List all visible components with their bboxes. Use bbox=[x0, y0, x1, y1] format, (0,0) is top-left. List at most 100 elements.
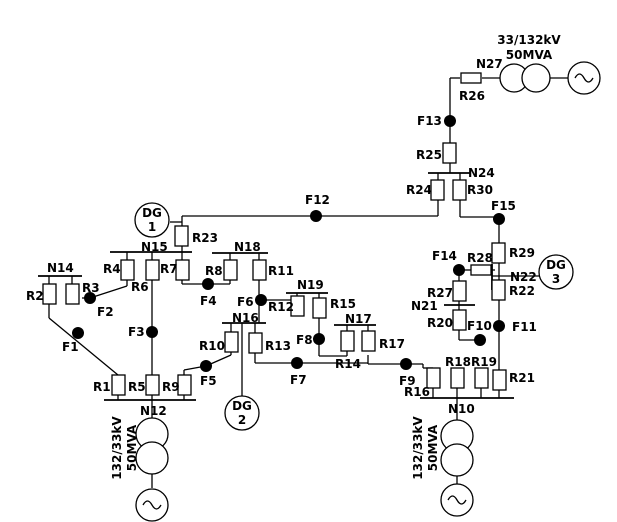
resistor-r20[interactable] bbox=[452, 309, 467, 331]
resistor-label-r24: R24 bbox=[406, 183, 432, 197]
resistor-r21[interactable] bbox=[492, 369, 507, 391]
node-label-n24: N24 bbox=[468, 166, 495, 180]
t27-rating-power: 50MVA bbox=[506, 48, 553, 62]
fault-labels: F13 F12 F15 F14 F4 F2 F6 F3 F8 F1 F10 F1… bbox=[62, 114, 537, 388]
resistor-r11[interactable] bbox=[252, 259, 267, 281]
resistor-label-r7: R7 bbox=[160, 262, 178, 276]
resistor-r6[interactable] bbox=[145, 259, 160, 281]
t12-rating-power: 50MVA bbox=[125, 424, 139, 471]
resistor-label-r14: R14 bbox=[335, 357, 361, 371]
dg-unit-2[interactable]: DG 2 bbox=[224, 395, 260, 431]
resistor-r22[interactable] bbox=[491, 279, 506, 301]
resistor-r9[interactable] bbox=[177, 374, 192, 396]
node-label-n16: N16 bbox=[232, 311, 259, 325]
dg-1-label-top: DG bbox=[142, 206, 162, 220]
dg-unit-1[interactable]: DG 1 bbox=[134, 202, 170, 238]
resistor-label-r26: R26 bbox=[459, 89, 485, 103]
resistor-r18[interactable] bbox=[450, 367, 465, 389]
resistor-label-r30: R30 bbox=[467, 183, 493, 197]
resistor-r19[interactable] bbox=[474, 367, 489, 389]
resistor-r16[interactable] bbox=[426, 367, 441, 389]
buses bbox=[38, 172, 514, 401]
resistor-r13[interactable] bbox=[248, 332, 263, 354]
resistor-label-r19: R19 bbox=[471, 355, 497, 369]
resistors bbox=[42, 72, 507, 396]
resistor-label-r21: R21 bbox=[509, 371, 535, 385]
fault-point-f14[interactable] bbox=[453, 264, 465, 276]
dg-1-label-bottom: 1 bbox=[148, 220, 156, 234]
fault-label-f10: F10 bbox=[467, 319, 492, 333]
resistor-label-r5: R5 bbox=[128, 380, 146, 394]
fault-point-f12[interactable] bbox=[310, 210, 322, 222]
resistor-r15[interactable] bbox=[312, 297, 327, 319]
dg-3-label-bottom: 3 bbox=[552, 272, 560, 286]
resistor-label-r4: R4 bbox=[103, 262, 121, 276]
fault-label-f8: F8 bbox=[296, 333, 313, 347]
fault-point-f11[interactable] bbox=[493, 320, 505, 332]
resistor-r7[interactable] bbox=[175, 259, 190, 281]
resistor-r25[interactable] bbox=[442, 142, 457, 164]
node-labels: N27 N24 N15 N18 N14 N22 N19 N21 N16 N17 … bbox=[47, 57, 537, 418]
resistor-r1[interactable] bbox=[111, 374, 126, 396]
fault-label-f5: F5 bbox=[200, 374, 217, 388]
transformer-t27[interactable] bbox=[499, 61, 601, 95]
resistor-label-r29: R29 bbox=[509, 246, 535, 260]
resistor-r5[interactable] bbox=[145, 374, 160, 396]
node-label-n19: N19 bbox=[297, 278, 324, 292]
node-label-n15: N15 bbox=[141, 240, 168, 254]
fault-point-f3[interactable] bbox=[146, 326, 158, 338]
transformer-t10[interactable] bbox=[440, 419, 474, 517]
resistor-r27[interactable] bbox=[452, 280, 467, 302]
resistor-label-r3: R3 bbox=[82, 281, 100, 295]
resistor-label-r11: R11 bbox=[268, 264, 294, 278]
resistor-r3[interactable] bbox=[65, 283, 80, 305]
fault-point-f4[interactable] bbox=[202, 278, 214, 290]
fault-label-f4: F4 bbox=[200, 294, 217, 308]
transformer-t12[interactable] bbox=[135, 417, 169, 522]
resistor-r29[interactable] bbox=[491, 242, 506, 264]
resistor-r4[interactable] bbox=[120, 259, 135, 281]
resistor-label-r25: R25 bbox=[416, 148, 442, 162]
resistor-r12[interactable] bbox=[290, 295, 305, 317]
resistor-labels: R26 R25 R24 R30 R23 R29 R28 R22 R27 R20 … bbox=[26, 89, 535, 399]
resistor-label-r17: R17 bbox=[379, 337, 405, 351]
resistor-label-r8: R8 bbox=[205, 264, 223, 278]
fault-point-f7[interactable] bbox=[291, 357, 303, 369]
fault-point-f2[interactable] bbox=[84, 292, 96, 304]
resistor-r24[interactable] bbox=[430, 179, 445, 201]
resistor-r23[interactable] bbox=[174, 225, 189, 247]
fault-point-f13[interactable] bbox=[444, 115, 456, 127]
node-label-n22: N22 bbox=[510, 270, 537, 284]
fault-point-f10[interactable] bbox=[474, 334, 486, 346]
fault-label-f7: F7 bbox=[290, 373, 307, 387]
node-label-n12: N12 bbox=[140, 404, 167, 418]
resistor-r17[interactable] bbox=[361, 330, 376, 352]
resistor-label-r10: R10 bbox=[199, 339, 225, 353]
t10-rating-voltage: 132/33kV bbox=[411, 416, 425, 480]
resistor-label-r20: R20 bbox=[427, 316, 453, 330]
resistor-r8[interactable] bbox=[223, 259, 238, 281]
t10-rating-power: 50MVA bbox=[426, 424, 440, 471]
fault-label-f14: F14 bbox=[432, 249, 457, 263]
fault-label-f13: F13 bbox=[417, 114, 442, 128]
dg-3-label-top: DG bbox=[546, 258, 566, 272]
dg-unit-3[interactable]: DG 3 bbox=[538, 254, 574, 290]
resistor-label-r12: R12 bbox=[268, 300, 294, 314]
resistor-r10[interactable] bbox=[224, 331, 239, 353]
fault-point-f5[interactable] bbox=[200, 360, 212, 372]
t12-rating-voltage: 132/33kV bbox=[110, 416, 124, 480]
resistor-r26[interactable] bbox=[460, 72, 482, 84]
resistor-r2[interactable] bbox=[42, 283, 57, 305]
resistor-r30[interactable] bbox=[452, 179, 467, 201]
dg-2-label-top: DG bbox=[232, 399, 252, 413]
fault-label-f9: F9 bbox=[399, 374, 416, 388]
resistor-r28[interactable] bbox=[470, 264, 492, 276]
resistor-r14[interactable] bbox=[340, 330, 355, 352]
fault-point-f1[interactable] bbox=[72, 327, 84, 339]
fault-point-f6[interactable] bbox=[255, 294, 267, 306]
fault-point-f8[interactable] bbox=[313, 333, 325, 345]
fault-point-f15[interactable] bbox=[493, 213, 505, 225]
fault-point-f9[interactable] bbox=[400, 358, 412, 370]
fault-label-f3: F3 bbox=[128, 325, 145, 339]
